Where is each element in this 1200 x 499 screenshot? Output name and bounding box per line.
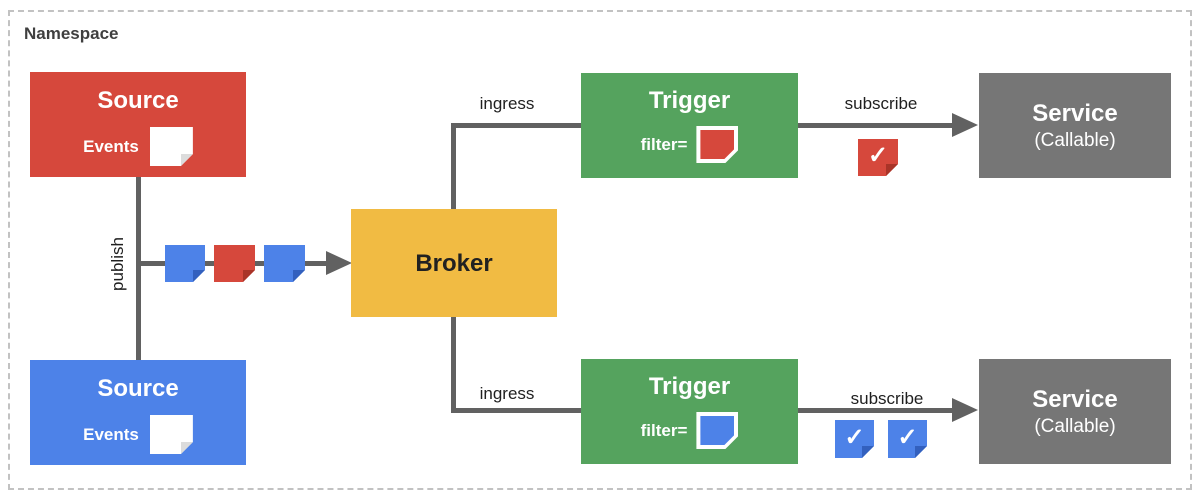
events-label: Events [83, 136, 139, 156]
namespace-label: Namespace [24, 24, 119, 43]
trigger-title: Trigger [648, 87, 731, 114]
ingress-top-label: ingress [479, 94, 535, 113]
filter-note-blue-icon [696, 412, 738, 449]
node-trigger-bottom: Trigger filter= [581, 359, 798, 464]
node-trigger-top: Trigger filter= [581, 73, 798, 178]
subscribe-top-arrowhead-icon [952, 113, 978, 137]
subscribe-bottom-label: subscribe [850, 389, 924, 408]
events-row: Events [83, 127, 193, 166]
source-title: Source [97, 375, 179, 402]
subscribe-bottom-arrowhead-icon [952, 398, 978, 422]
check-note-red-icon: ✓ [858, 139, 898, 176]
check-icon: ✓ [844, 423, 865, 451]
namespace-boundary [8, 10, 1192, 490]
node-source-red: Source Events [30, 72, 246, 177]
service-subtitle: (Callable) [1034, 416, 1116, 437]
check-icon: ✓ [867, 142, 889, 169]
subscribe-top-line [798, 123, 954, 128]
node-broker: Broker [351, 209, 557, 317]
filter-label: filter= [640, 134, 688, 154]
events-label: Events [83, 424, 139, 444]
publish-arrowhead-icon [326, 251, 352, 275]
node-service-top: Service (Callable) [979, 73, 1171, 178]
ingress-top-line-vertical [451, 123, 456, 211]
filter-row: filter= [641, 412, 739, 449]
subscribe-bottom-line [798, 408, 954, 413]
check-note-blue2-icon: ✓ [888, 420, 927, 458]
event-note-blue2-icon [264, 245, 305, 282]
event-note-white-icon [150, 415, 193, 454]
filter-label: filter= [640, 420, 688, 440]
publish-label: publish [108, 237, 127, 291]
ingress-top-line-horizontal [451, 123, 581, 128]
ingress-bottom-line-vertical [451, 316, 456, 413]
source-connector-line [136, 177, 141, 361]
event-note-red-icon [214, 245, 255, 282]
ingress-bottom-line-horizontal [451, 408, 581, 413]
subscribe-top-label: subscribe [844, 94, 918, 113]
node-service-bottom: Service (Callable) [979, 359, 1171, 464]
filter-row: filter= [641, 126, 739, 163]
filter-note-red-icon [696, 126, 738, 163]
trigger-title: Trigger [648, 373, 731, 400]
events-row: Events [83, 415, 193, 454]
ingress-bottom-label: ingress [479, 384, 535, 403]
event-note-blue-icon [165, 245, 205, 282]
service-title: Service [1032, 386, 1118, 413]
service-subtitle: (Callable) [1034, 130, 1116, 151]
check-icon: ✓ [897, 423, 918, 451]
service-title: Service [1032, 100, 1118, 127]
source-title: Source [97, 87, 179, 114]
check-note-blue-icon: ✓ [835, 420, 874, 458]
broker-title: Broker [415, 249, 493, 277]
event-note-white-icon [150, 127, 193, 166]
node-source-blue: Source Events [30, 360, 246, 465]
